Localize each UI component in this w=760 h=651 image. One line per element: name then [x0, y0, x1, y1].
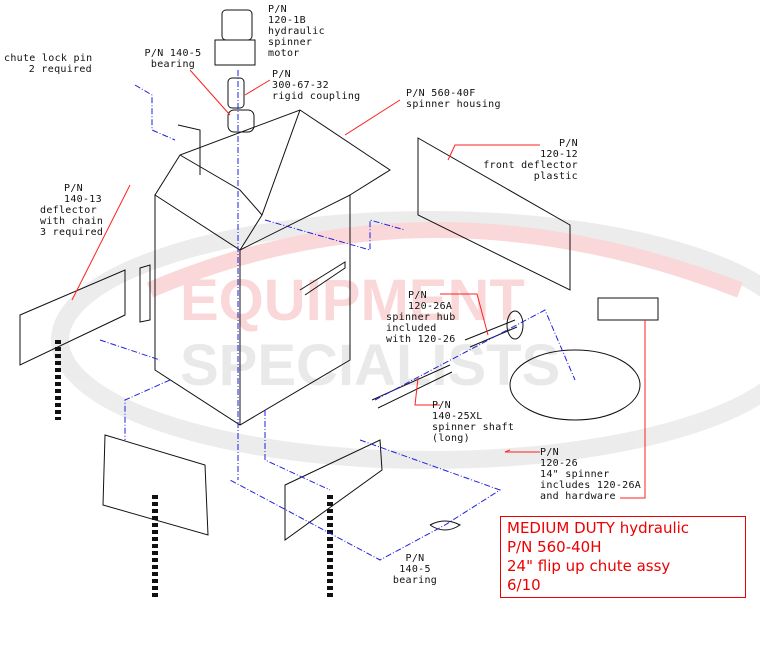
label-number: 120-26A [408, 301, 453, 312]
hydraulic-motor [214, 9, 256, 109]
label-desc: 2 required [28, 64, 92, 75]
label-desc: front deflector [483, 160, 578, 171]
label-pn: P/N [272, 69, 291, 80]
bearing-bottom [429, 520, 461, 531]
label-desc: spinner hub [386, 312, 456, 323]
label-desc: 14" spinner [540, 469, 610, 480]
label-number: 140-25XL [432, 411, 483, 422]
watermark-logo: EQUIPMENT SPECIALISTS [51, 211, 760, 469]
label-desc: with 120-26 [386, 334, 456, 345]
title-block: MEDIUM DUTY hydraulic P/N 560-40H 24" fl… [500, 516, 746, 598]
leader-lines [71, 69, 646, 499]
label-desc: bearing [150, 59, 196, 70]
deflector-bottom-right [284, 439, 383, 541]
label-pn: P/N 560-40F [406, 88, 476, 99]
title-line-4: 6/10 [507, 576, 541, 594]
centerlines [99, 70, 576, 561]
label-desc: hydraulic [268, 26, 325, 37]
spinner-housing [139, 109, 391, 426]
label-number: 120-12 [540, 149, 578, 160]
label-number: 300-67-32 [272, 80, 329, 91]
title-line-3: 24" flip up chute assy [507, 557, 671, 575]
deflector-left [19, 269, 126, 366]
label-desc: deflector [40, 205, 97, 216]
label-desc: spinner [268, 37, 313, 48]
label-number: 140-5 [399, 564, 431, 575]
label-pn: P/N [432, 400, 451, 411]
label-desc: included [386, 323, 437, 334]
label-pn: P/N [268, 4, 287, 15]
label-pn: P/N 140-5 [144, 48, 202, 59]
label-desc: (long) [432, 433, 470, 444]
label-desc: rigid coupling [272, 91, 361, 102]
label-desc: bearing [392, 575, 438, 586]
svg-text:SPECIALISTS: SPECIALISTS [180, 333, 560, 398]
label-pn: P/N [408, 290, 427, 301]
label-pn: P/N [559, 138, 578, 149]
label-number: 120-1B [268, 15, 306, 26]
label-desc: plastic [533, 171, 578, 182]
label-desc: includes 120-26A [540, 480, 642, 491]
front-deflector-plastic [417, 137, 571, 291]
label-desc: and hardware [540, 491, 616, 502]
chains [55, 340, 333, 600]
svg-text:EQUIPMENT: EQUIPMENT [180, 268, 525, 333]
label-desc: spinner shaft [432, 422, 515, 433]
label-pn: P/N [540, 447, 559, 458]
label-desc: chute lock pin [4, 53, 93, 64]
label-desc: with chain [40, 216, 104, 227]
label-desc: motor [268, 48, 300, 59]
title-line-1: MEDIUM DUTY hydraulic [507, 519, 690, 537]
label-pn: P/N [405, 553, 425, 564]
label-desc: spinner housing [406, 99, 501, 110]
label-desc: 3 required [40, 227, 104, 238]
spinner-assembly [371, 297, 659, 421]
title-line-2: P/N 560-40H [507, 538, 602, 556]
label-pn: P/N [64, 183, 83, 194]
deflector-bottom-left [102, 434, 209, 536]
label-number: 140-13 [64, 194, 102, 205]
label-number: 120-26 [540, 458, 578, 469]
